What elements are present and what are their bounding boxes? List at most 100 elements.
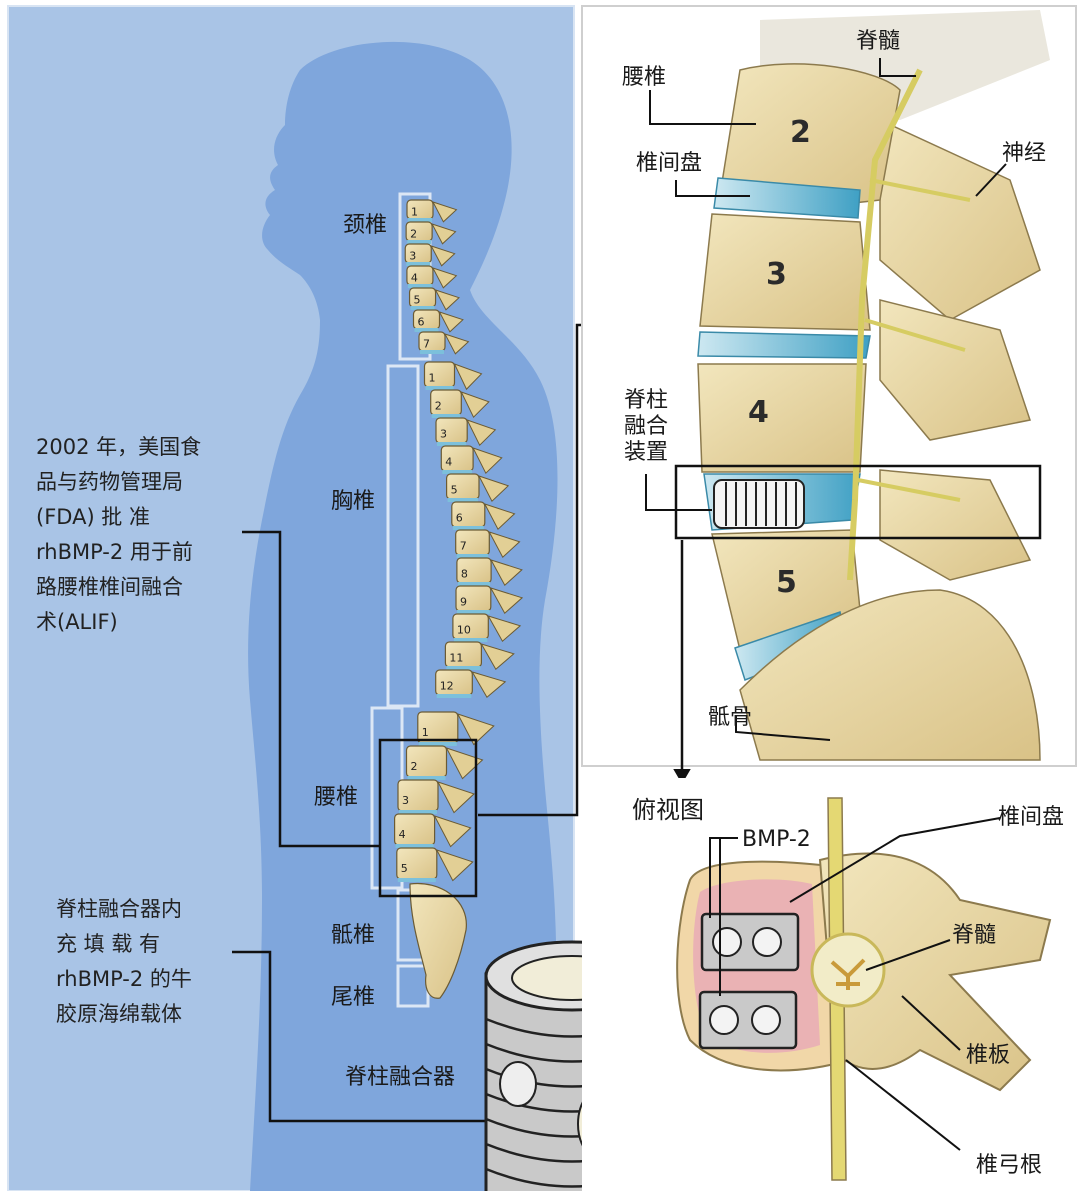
cervical-vertebra-5: 5 <box>408 287 460 311</box>
lumbar-vertebra-3: 3 <box>397 779 475 814</box>
thoracic-vertebra-1: 1 <box>423 361 483 391</box>
thoracic-vertebra-3-process <box>466 419 497 447</box>
top-view-cage-upper <box>700 912 800 972</box>
top-view-label-bmp2: BMP-2 <box>742 827 811 852</box>
thoracic-vertebra-2-process <box>460 391 490 419</box>
thoracic-vertebra-4-number: 4 <box>445 456 452 469</box>
label-coccyx: 尾椎 <box>331 985 376 1010</box>
thoracic-vertebra-8-process <box>490 559 523 586</box>
lumbar-vertebra-5-disc <box>397 878 436 882</box>
thoracic-vertebra-3-number: 3 <box>440 428 447 441</box>
label-lumbar: 腰椎 <box>314 785 359 810</box>
thoracic-vertebra-3: 3 <box>435 417 497 447</box>
detail-vertebra-numbers: 2 3 4 5 <box>748 115 811 600</box>
thoracic-vertebra-4-disc <box>442 470 473 474</box>
cervical-vertebra-6-disc <box>414 328 439 332</box>
thoracic-vertebra-6-disc <box>452 526 484 530</box>
lumbar-vertebra-5-number: 5 <box>401 862 408 875</box>
top-view-label-spinal-cord: 脊髓 <box>952 923 997 948</box>
note-cage-filling: 脊柱融合器内 充 填 载 有 rhBMP-2 的牛 胶原海绵载体 <box>56 897 192 1026</box>
cervical-vertebra-1-disc <box>408 218 432 222</box>
cervical-vertebra-1-number: 1 <box>411 205 418 218</box>
lumbar-vertebra-4-process <box>433 815 472 848</box>
thoracic-vertebra-8-disc <box>457 582 491 586</box>
lumbar-vertebra-2-process <box>445 747 484 780</box>
detail-leader-lines <box>645 58 1007 784</box>
lumbar-vertebra-3-process <box>436 781 475 814</box>
thoracic-vertebra-11: 11 <box>444 641 515 670</box>
lumbar-vertebra-4-number: 4 <box>399 828 406 841</box>
thoracic-vertebra-1-process <box>453 363 483 391</box>
thoracic-vertebra-12: 12 <box>435 669 507 698</box>
cervical-vertebra-4-disc <box>407 284 432 288</box>
disc-2-3 <box>713 177 861 219</box>
sacrum-shape <box>739 589 1041 761</box>
label-thoracic: 胸椎 <box>331 489 376 514</box>
thoracic-vertebra-10-process <box>487 615 522 642</box>
thoracic-vertebra-5: 5 <box>446 473 510 503</box>
top-view-cage-lower <box>698 990 798 1050</box>
label-cervical: 颈椎 <box>343 213 388 238</box>
lumbar-vertebra-4-disc <box>395 844 434 848</box>
cervical-vertebra-4: 4 <box>406 265 458 289</box>
vertebra-body-4 <box>697 363 867 473</box>
label-fusion-cage: 脊柱融合器 <box>345 1065 456 1090</box>
thoracic-vertebra-3-disc <box>437 442 467 446</box>
top-view-leader-lines <box>709 817 1001 1151</box>
thoracic-vertebra-10-number: 10 <box>457 624 471 637</box>
lumbar-vertebra-3-number: 3 <box>402 794 409 807</box>
thoracic-vertebra-4-process <box>472 447 503 475</box>
cervical-vertebra-7-process <box>443 333 470 355</box>
lumbar-vertebra-1-process <box>456 713 495 746</box>
cervical-vertebra-6: 6 <box>412 309 464 333</box>
thoracic-vertebra-9: 9 <box>455 585 524 614</box>
thoracic-vertebra-2-disc <box>431 414 461 418</box>
thoracic-vertebra-1-number: 1 <box>429 372 436 385</box>
cervical-vertebra-2: 2 <box>405 221 457 245</box>
thoracic-vertebra-6-number: 6 <box>456 512 463 525</box>
top-view-label-lamina: 椎板 <box>966 1043 1011 1068</box>
lumbar-vertebra-1-disc <box>418 742 457 746</box>
cervical-vertebra-5-number: 5 <box>414 293 421 306</box>
lumbar-vertebra-1: 1 <box>417 711 495 746</box>
cervical-vertebra-5-disc <box>410 306 435 310</box>
thoracic-vertebra-7-process <box>488 531 521 559</box>
thoracic-vertebra-2: 2 <box>430 389 490 419</box>
fusion-device-box <box>674 464 1042 540</box>
cervical-vertebra-4-process <box>431 267 458 289</box>
detail-num-2: 2 <box>790 115 811 150</box>
cervical-vertebra-7: 7 <box>418 331 470 355</box>
cervical-vertebra-2-disc <box>407 240 432 244</box>
top-view-vertebra <box>676 797 1052 1181</box>
top-view-title: 俯视图 <box>632 796 704 824</box>
thoracic-vertebra-5-number: 5 <box>451 484 458 497</box>
sacrum-side-shape <box>409 882 467 999</box>
cervical-vertebra-2-process <box>431 223 457 245</box>
detail-label-disc: 椎间盘 <box>636 151 703 176</box>
detail-label-nerve: 神经 <box>1002 141 1047 166</box>
lumbar-vertebra-2-number: 2 <box>411 760 418 773</box>
cervical-vertebra-4-number: 4 <box>411 271 418 284</box>
note-fda-approval: 2002 年，美国食 品与药物管理局 (FDA) 批 准 rhBMP-2 用于前… <box>36 435 202 634</box>
detail-num-3: 3 <box>766 257 787 292</box>
cervical-vertebra-5-process <box>434 289 460 311</box>
thoracic-vertebra-5-process <box>477 475 510 503</box>
thoracic-vertebra-9-number: 9 <box>460 596 467 609</box>
thoracic-vertebra-11-disc <box>446 666 481 670</box>
thoracic-vertebra-8: 8 <box>456 557 523 586</box>
lumbar-vertebra-1-number: 1 <box>422 726 429 739</box>
cervical-vertebra-3-disc <box>406 262 431 266</box>
thoracic-vertebra-9-disc <box>457 610 490 614</box>
detail-label-spinal-cord: 脊髓 <box>856 29 901 54</box>
thoracic-vertebra-11-process <box>480 643 515 670</box>
thoracic-vertebra-6-process <box>483 503 516 531</box>
thoracic-vertebra-1-disc <box>425 386 454 390</box>
disc-3-4 <box>697 331 871 359</box>
cervical-vertebra-3-number: 3 <box>409 249 416 262</box>
detail-label-lumbar: 腰椎 <box>622 65 667 90</box>
cervical-vertebra-7-disc <box>420 350 444 354</box>
cervical-vertebra-2-number: 2 <box>410 227 417 240</box>
human-silhouette <box>248 41 558 1191</box>
